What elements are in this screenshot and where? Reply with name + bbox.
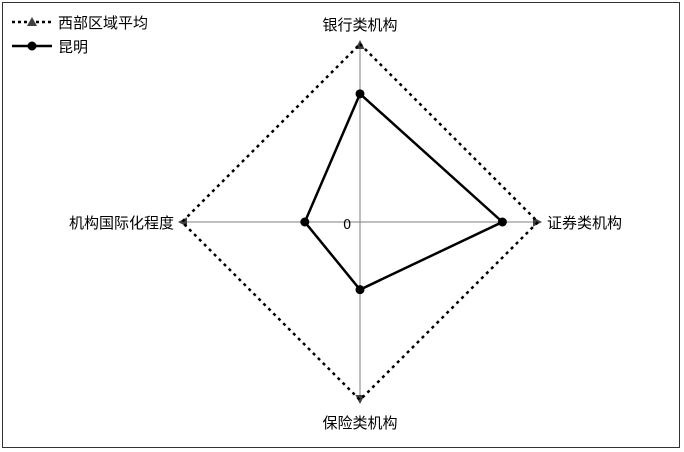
axis-label-banking: 银行类机构: [322, 16, 397, 34]
center-zero-label: 0: [343, 218, 351, 233]
series-1-point-0: [355, 89, 365, 99]
series-1-point-2: [355, 285, 365, 295]
series-1-point-3: [300, 217, 310, 227]
axis-label-internationalization: 机构国际化程度: [69, 214, 174, 232]
labels-layer: 银行类机构 证券类机构 保险类机构 机构国际化程度 0: [69, 16, 622, 432]
series-outline-1: [303, 91, 505, 292]
axis-label-insurance: 保险类机构: [322, 414, 397, 432]
legend-item-west-average: 西部区域平均: [12, 14, 148, 32]
legend-item-kunming: 昆明: [12, 38, 88, 56]
legend: 西部区域平均 昆明: [12, 14, 148, 56]
series-layer: [180, 42, 540, 402]
series-1-point-1: [497, 217, 507, 227]
legend-triangle-marker-icon: [27, 17, 37, 26]
axis-label-securities: 证券类机构: [547, 214, 622, 232]
legend-label-kunming: 昆明: [58, 38, 88, 56]
legend-circle-marker-icon: [27, 41, 37, 51]
chart-frame: [2, 2, 680, 448]
legend-label-west-average: 西部区域平均: [58, 14, 148, 32]
